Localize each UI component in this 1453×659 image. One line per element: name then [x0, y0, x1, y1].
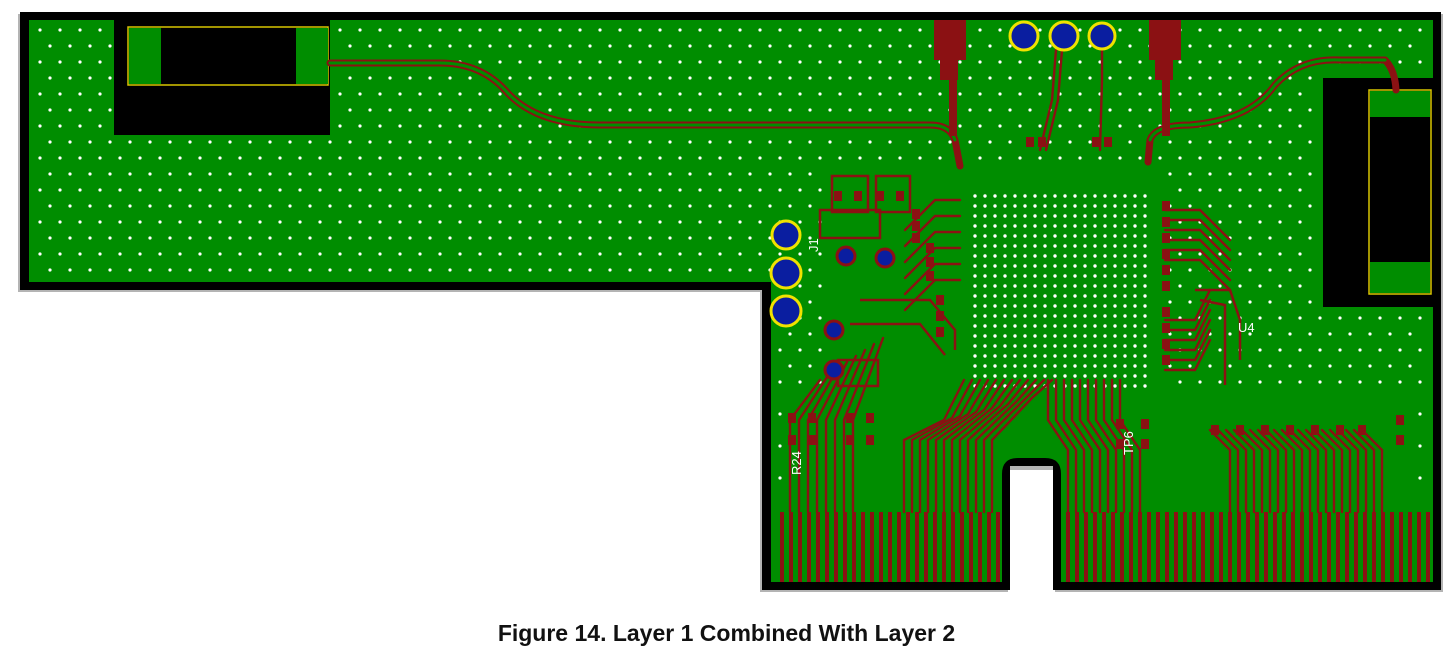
label-tp6: TP6	[1121, 431, 1136, 455]
rf-trace-left-gap	[328, 61, 957, 142]
via-top-1	[1008, 20, 1040, 52]
rf-feed-pads	[934, 20, 1181, 136]
via-top-3	[1087, 21, 1117, 51]
via-top-2	[1048, 20, 1080, 52]
pcb-board-drawing: J1 U4 R24 TP6	[18, 12, 1443, 592]
smd-pads	[788, 137, 1404, 449]
connector-pad-right	[1368, 89, 1432, 295]
fanout-traces	[788, 48, 1384, 514]
pcb-layout-figure: J1 U4 R24 TP6	[18, 12, 1443, 592]
label-r24: R24	[789, 451, 804, 475]
signal-vias	[823, 245, 896, 381]
label-u4: U4	[1238, 320, 1255, 335]
via-left-1	[770, 219, 802, 251]
copper-pour	[29, 20, 1433, 582]
via-left-3	[769, 294, 803, 328]
edge-connector-fingers	[780, 512, 1430, 582]
connector-pad-left	[127, 26, 329, 86]
ground-vias-highlighted	[769, 20, 1117, 328]
stitching-via-dots	[38, 28, 1422, 480]
figure-caption: Figure 14. Layer 1 Combined With Layer 2	[497, 620, 956, 646]
component-outlines	[818, 174, 1242, 388]
via-left-2	[769, 256, 803, 290]
label-j1: J1	[806, 238, 821, 252]
